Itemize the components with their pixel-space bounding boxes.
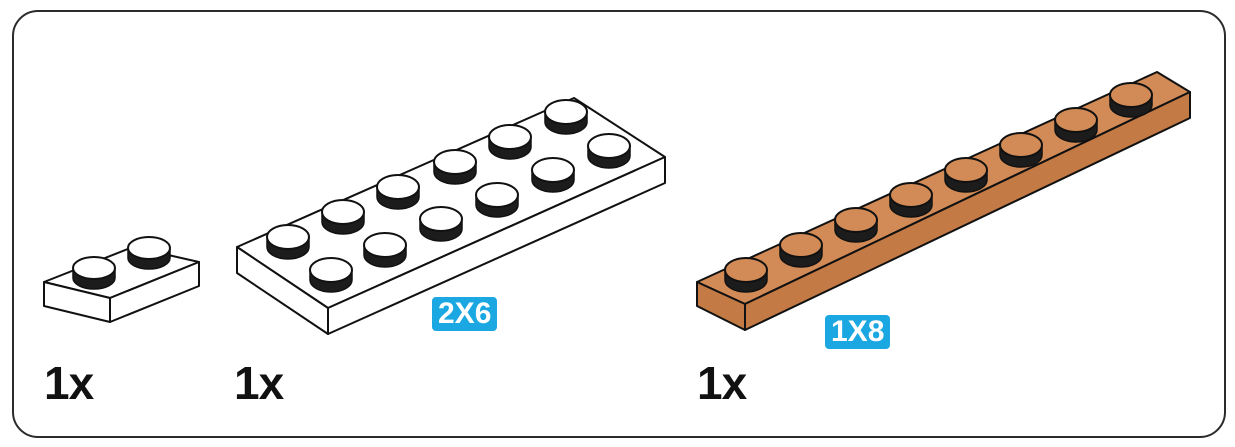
- stud-top: [944, 157, 988, 183]
- plate-1x2-studs: [72, 236, 171, 290]
- stud-top: [363, 232, 407, 258]
- stud-top: [309, 257, 353, 283]
- part-2-quantity: 1x: [234, 357, 284, 409]
- stud-top: [1054, 107, 1098, 133]
- stud-top: [321, 199, 365, 225]
- stud-top: [724, 257, 768, 283]
- part-3-size-badge: 1X8: [825, 315, 891, 349]
- stud-top: [544, 99, 588, 125]
- part-2-size-badge: 2X6: [432, 297, 498, 331]
- stud-top: [779, 232, 823, 258]
- stud-top: [587, 133, 631, 159]
- plate-2x6-white: [236, 97, 666, 335]
- stud-top: [266, 224, 310, 250]
- stud-top: [72, 256, 116, 280]
- stud-top: [127, 236, 171, 260]
- stud-top: [889, 182, 933, 208]
- stud-top: [488, 124, 532, 150]
- stud-top: [433, 149, 477, 175]
- stud-top: [419, 206, 463, 232]
- stud-top: [376, 174, 420, 200]
- part-1-quantity: 1x: [44, 357, 94, 409]
- part-3-quantity: 1x: [697, 357, 747, 409]
- plate-1x2-white: [43, 246, 200, 323]
- stud-top: [475, 182, 519, 208]
- stud-top: [531, 157, 575, 183]
- plate-2x6-studs: [266, 99, 631, 293]
- stud-top: [1109, 82, 1153, 108]
- parts-list-panel: [12, 10, 1226, 438]
- stud-top: [834, 207, 878, 233]
- stud-top: [999, 132, 1043, 158]
- plate-1x8-studs: [724, 82, 1153, 293]
